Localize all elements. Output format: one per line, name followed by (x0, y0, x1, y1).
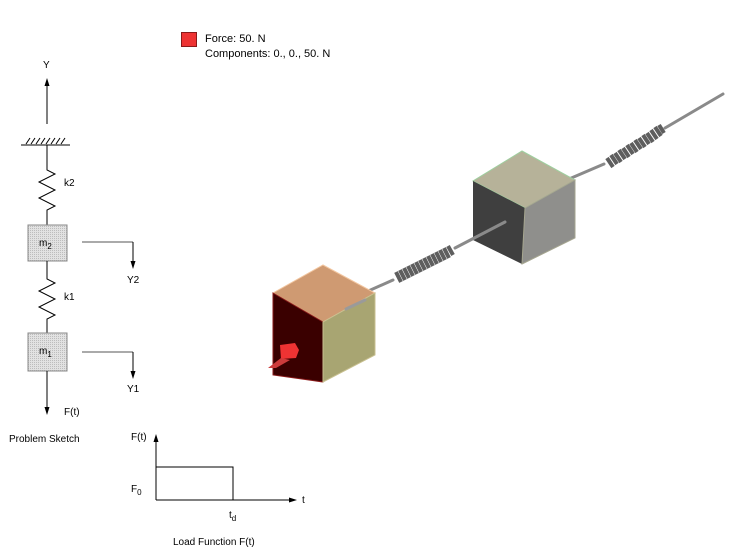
spring-lower-3d (346, 220, 507, 302)
problem-sketch-caption: Problem Sketch (9, 434, 80, 445)
spring-k2 (37, 145, 57, 225)
spring-upper-3d (546, 92, 725, 190)
mass-2-cube (471, 150, 577, 265)
force-label: Force: 50. N (205, 33, 266, 45)
y1-label: Y1 (127, 384, 140, 395)
m1-label: m1 (39, 346, 52, 359)
k2-label: k2 (64, 178, 75, 189)
components-label: Components: 0., 0., 50. N (205, 48, 331, 60)
fixed-support (21, 137, 70, 146)
model-view-3d (268, 92, 725, 383)
force-color-swatch (181, 32, 197, 47)
y-axis-arrow (44, 78, 50, 124)
t-axis-label: t (302, 495, 305, 506)
mass-1-cube (271, 264, 377, 383)
force-arrow-3d (268, 343, 299, 368)
m2-label: m2 (39, 238, 52, 251)
k1-label: k1 (64, 292, 75, 303)
f0-label: F0 (131, 484, 142, 497)
td-label: td (229, 510, 237, 523)
y2-indicator (82, 241, 136, 269)
spring-k1 (37, 261, 57, 333)
y2-label: Y2 (127, 275, 140, 286)
load-function-plot (153, 434, 297, 503)
y1-indicator (82, 351, 136, 379)
mass-m1 (27, 332, 68, 372)
load-function-caption: Load Function F(t) (173, 537, 255, 548)
force-arrow-sketch (44, 371, 50, 415)
load-y-axis-label: F(t) (131, 432, 147, 443)
force-label-sketch: F(t) (64, 407, 80, 418)
y-axis-label: Y (43, 60, 50, 71)
